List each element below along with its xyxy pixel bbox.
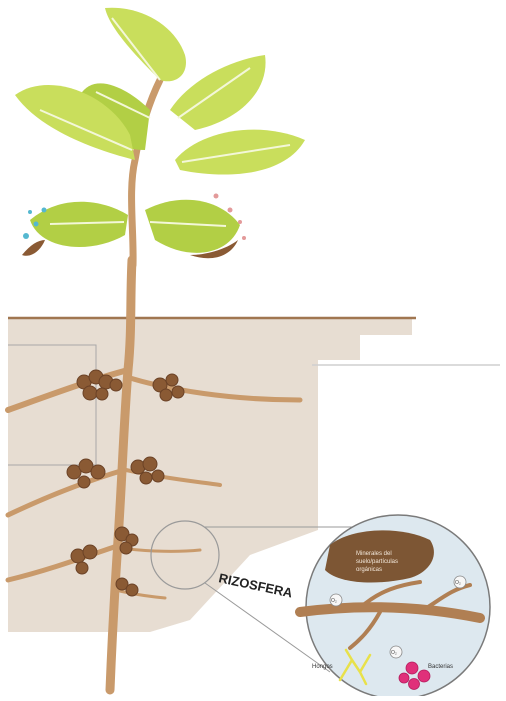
- o2-tag-2: O₂: [455, 580, 461, 586]
- minerals-label-3: orgánicas: [356, 567, 382, 573]
- minerals-label-1: Minerales del: [356, 551, 392, 557]
- bacteria-label: Bacterias: [428, 664, 453, 670]
- minerals-label-2: suelo/partículas: [356, 559, 398, 565]
- zoom-inset: Minerales del suelo/partículas orgánicas…: [300, 515, 490, 696]
- fungi-label: Hongos: [312, 664, 333, 670]
- plant-leaves: [15, 8, 305, 259]
- o2-tag-1: O₂: [331, 598, 337, 604]
- o2-tag-3: O₂: [391, 650, 397, 656]
- rhizosphere-label: RIZOSFERA: [217, 570, 294, 600]
